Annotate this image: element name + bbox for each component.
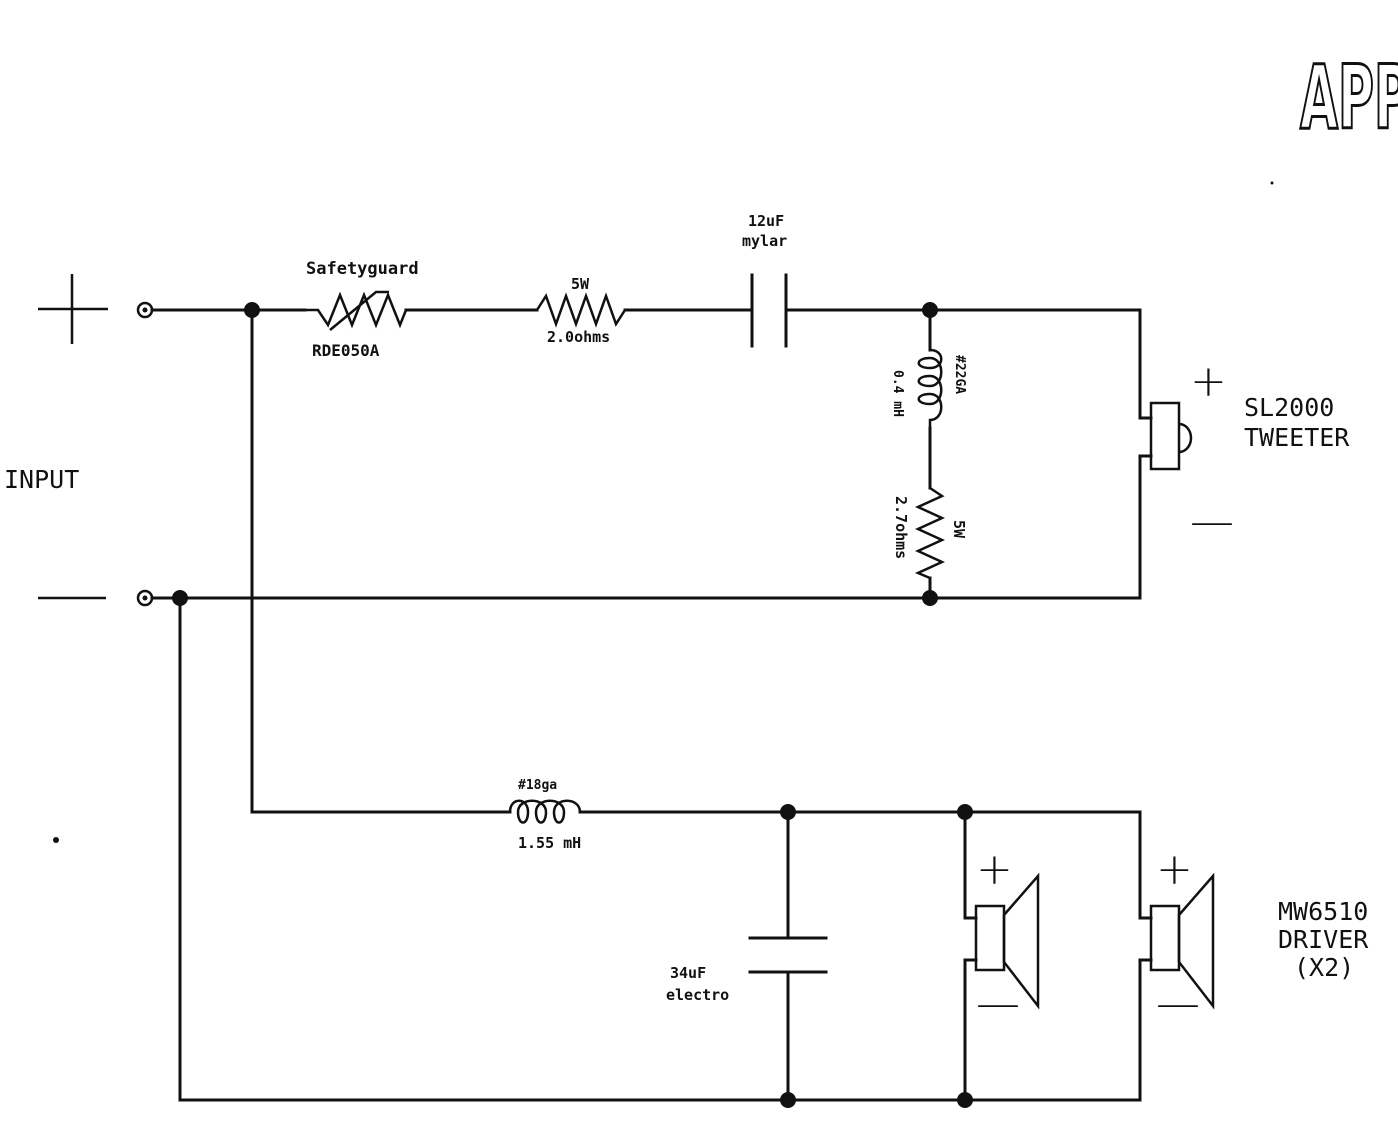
woofer-driver-2-minus: — bbox=[1156, 978, 1200, 1029]
woofer-capacitor-value: 34uF bbox=[670, 964, 706, 982]
input-plus-symbol bbox=[38, 274, 108, 344]
header-stamp: APP bbox=[1300, 46, 1398, 149]
woofer-inductor bbox=[508, 799, 582, 824]
tweeter-driver-symbol bbox=[1138, 401, 1193, 471]
safetyguard-name: Safetyguard bbox=[306, 259, 419, 279]
shunt-inductor-value: 0.4 mH bbox=[890, 370, 905, 417]
woofer-driver-1-plus: + bbox=[976, 844, 1013, 895]
top-rail-wire bbox=[150, 308, 1153, 420]
woofer-driver-1-minus: — bbox=[976, 978, 1020, 1029]
shunt-resistor-value: 2.7ohms bbox=[892, 496, 910, 559]
shunt-inductor-gauge: #22GA bbox=[952, 355, 967, 394]
woofer-driver-1-symbol bbox=[963, 810, 1040, 1102]
junction-dot bbox=[780, 1092, 796, 1108]
input-terminal-positive bbox=[136, 301, 154, 319]
woofer-type: DRIVER bbox=[1278, 925, 1369, 954]
shunt-resistor-rating: 5W bbox=[950, 520, 968, 539]
woofer-model: MW6510 bbox=[1278, 897, 1368, 926]
woofer-capacitor bbox=[748, 810, 828, 1102]
woofer-driver-2-plus: + bbox=[1156, 844, 1193, 895]
tweeter-plus: + bbox=[1190, 356, 1227, 407]
woofer-driver-2-symbol bbox=[1138, 810, 1215, 1102]
scan-speck bbox=[1270, 181, 1274, 185]
input-terminal-negative bbox=[136, 589, 154, 607]
series-capacitor-value: 12uF bbox=[748, 212, 784, 230]
tweeter-model: SL2000 bbox=[1244, 393, 1334, 422]
series-resistor-value: 2.0ohms bbox=[547, 328, 610, 346]
input-label: INPUT bbox=[4, 465, 79, 494]
scan-speck bbox=[53, 837, 59, 843]
series-capacitor-type: mylar bbox=[742, 232, 787, 250]
safetyguard-component bbox=[305, 290, 408, 331]
tweeter-type: TWEETER bbox=[1244, 423, 1350, 452]
shunt-inductor bbox=[917, 348, 943, 428]
woofer-branch-wire bbox=[178, 308, 1142, 1102]
series-resistor bbox=[535, 292, 627, 328]
woofer-capacitor-type: electro bbox=[666, 986, 729, 1004]
safetyguard-part: RDE050A bbox=[312, 341, 380, 360]
tweeter-minus: — bbox=[1190, 496, 1234, 547]
junction-dot bbox=[922, 590, 938, 606]
series-resistor-rating: 5W bbox=[571, 275, 590, 293]
negative-rail-wire bbox=[150, 454, 1142, 600]
woofer-inductor-value: 1.55 mH bbox=[518, 834, 581, 852]
woofer-count: (X2) bbox=[1294, 953, 1354, 982]
shunt-resistor bbox=[914, 486, 946, 580]
woofer-inductor-gauge: #18ga bbox=[518, 778, 557, 793]
junction-dot bbox=[780, 804, 796, 820]
series-capacitor bbox=[750, 273, 788, 348]
